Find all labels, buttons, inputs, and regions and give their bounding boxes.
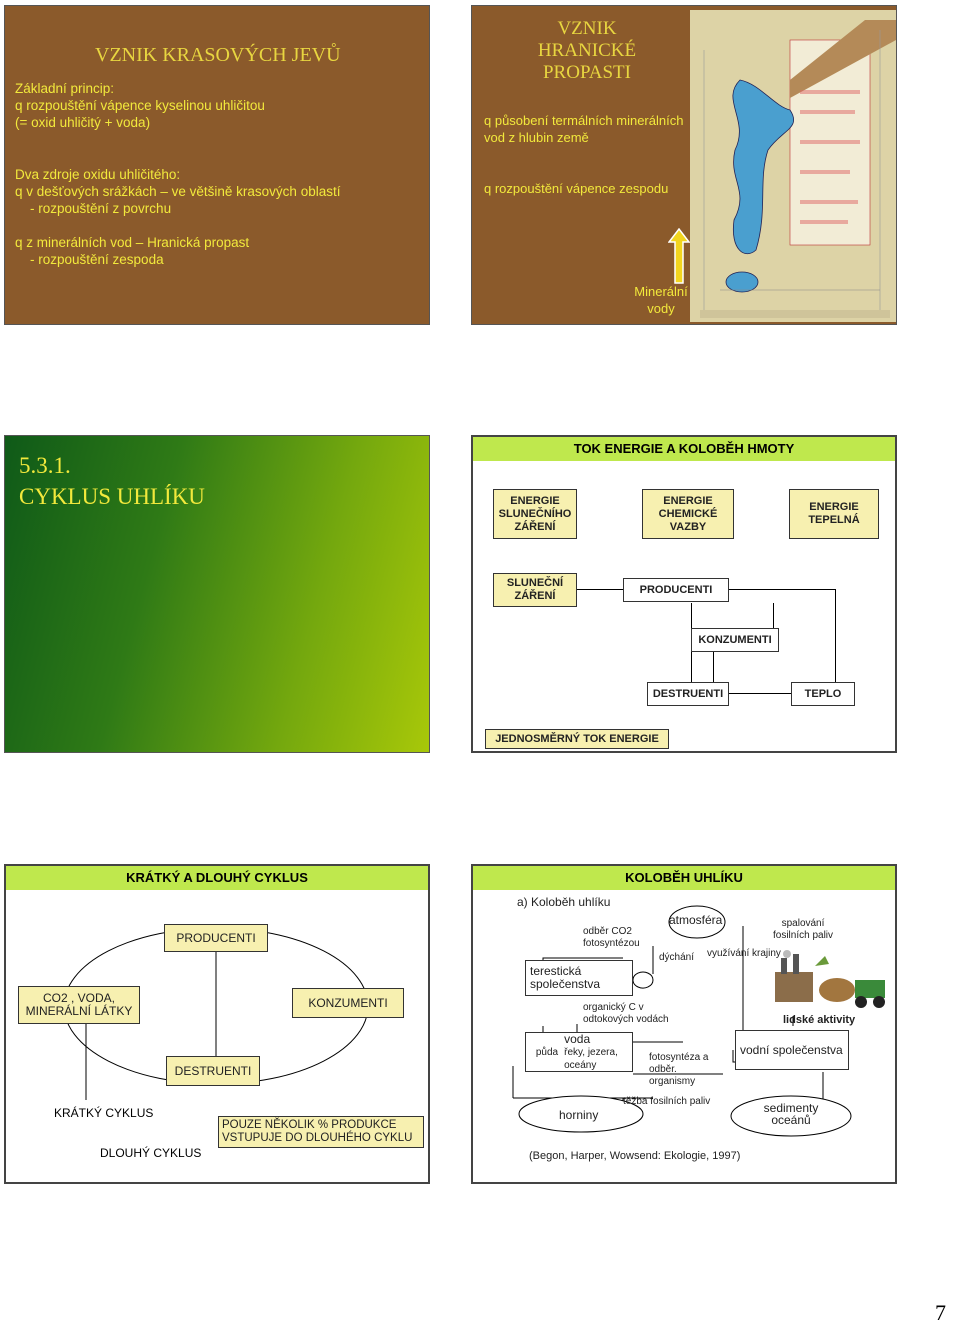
box-aquatic: vodní společenstva (735, 1030, 849, 1070)
bullet-line: q v dešťových srážkách – ve většině kras… (15, 184, 341, 199)
text-line: - rozpouštění zespoda (15, 252, 164, 267)
box-decomposers: DESTRUENTI (166, 1056, 260, 1086)
diagram-subtitle: a) Koloběh uhlíku (517, 895, 611, 909)
box-consumers: KONZUMENTI (691, 628, 779, 652)
slide-hranice-abyss: VZNIK HRANICKÉ PROPASTI q působení termá… (471, 5, 897, 325)
slide-karst-origin: VZNIK KRASOVÝCH JEVŮ Základní princip: q… (4, 5, 430, 325)
box-producers: PRODUCENTI (623, 578, 729, 602)
text-line: (= oxid uhličitý + voda) (15, 115, 151, 130)
connector (713, 651, 714, 683)
short-cycle-label: KRÁTKÝ CYKLUS (54, 1106, 154, 1120)
box-producers: PRODUCENTI (164, 924, 268, 952)
connector (729, 693, 791, 694)
box-consumers: KONZUMENTI (292, 988, 404, 1018)
slide-header: TOK ENERGIE A KOLOBĚH HMOTY (473, 437, 895, 461)
label-fossil-mining: těžba fosilních paliv (623, 1096, 711, 1107)
title-line: VZNIK (557, 18, 617, 39)
box-co2-water-minerals: CO2 , VODA, MINERÁLNÍ LÁTKY (18, 986, 140, 1024)
connector (577, 589, 623, 590)
connector (835, 589, 836, 683)
section-number: 5.3.1. (19, 453, 71, 478)
slide-carbon-cycle-title: 5.3.1. CYKLUS UHLÍKU (4, 435, 430, 753)
label-human-activities: lidské aktivity (783, 1014, 856, 1026)
box-line: CO2 , VODA, (42, 991, 115, 1005)
slide-header: KOLOBĚH UHLÍKU (473, 866, 895, 890)
box-heat: TEPLO (791, 682, 855, 706)
box-note: POUZE NĚKOLIK % PRODUKCE VSTUPUJE DO DLO… (218, 1116, 424, 1148)
box-chemical-energy: ENERGIE CHEMICKÉ VAZBY (642, 489, 734, 539)
box-heat-energy: ENERGIE TEPELNÁ (789, 489, 879, 539)
label-organic-carbon: organický C v odtokových vodách (583, 1002, 669, 1025)
title-line: HRANICKÉ (537, 40, 637, 61)
human-activities-icon (775, 950, 885, 1008)
box-one-way-flow: JEDNOSMĚRNÝ TOK ENERGIE (485, 729, 669, 749)
label-fossil-burning: spalování fosilních paliv (772, 918, 834, 941)
box-soil-water: půda voda řeky, jezera, oceány (525, 1032, 633, 1072)
citation: (Begon, Harper, Wowsend: Ekologie, 1997) (529, 1150, 741, 1162)
label-co2-uptake: odběr CO2 fotosyntézou (583, 926, 640, 949)
text-line: Dva zdroje oxidu uhličitého: (15, 167, 181, 182)
page-number: 7 (935, 1300, 946, 1325)
label-rivers: řeky, jezera, oceány (564, 1046, 618, 1071)
text-line: - rozpouštění z povrchu (15, 201, 172, 216)
box-solar-energy: ENERGIE SLUNEČNÍHO ZÁŘENÍ (493, 489, 577, 539)
mineral-label: Minerální (634, 284, 688, 299)
box-terrestrial: terestická společenstva (525, 960, 633, 996)
text-line: Základní princip: (15, 81, 115, 96)
bullet-line: q rozpouštění vápence zespodu (484, 181, 669, 196)
connector (773, 603, 774, 629)
label-atmosphere: atmosféra (669, 913, 723, 927)
box-decomposers: DESTRUENTI (647, 682, 729, 706)
slide-header: KRÁTKÝ A DLOUHÝ CYKLUS (6, 866, 428, 890)
slide-title: VZNIK HRANICKÉ PROPASTI (472, 18, 702, 84)
up-arrow-icon (668, 228, 690, 284)
bullet-line: q působení termálních minerálních vod z … (484, 113, 684, 145)
title-line: PROPASTI (542, 62, 631, 83)
connector (729, 589, 835, 590)
cave-profile-illustration (690, 10, 896, 322)
cave-cross-section-image (690, 10, 896, 322)
section-title: CYKLUS UHLÍKU (19, 484, 205, 509)
slide-short-long-cycle: KRÁTKÝ A DLOUHÝ CYKLUS PRODUCENTI CO2 , … (4, 864, 430, 1184)
mineral-label: vody (647, 301, 675, 316)
label-photosynthesis: fotosyntéza a odběr. organismy (649, 1052, 709, 1087)
bullet-line: q z minerálních vod – Hranická propast (15, 235, 250, 250)
slide-title: VZNIK KRASOVÝCH JEVŮ (95, 44, 341, 66)
slide-title: 5.3.1. CYKLUS UHLÍKU (19, 450, 205, 512)
box-line: MINERÁLNÍ LÁTKY (25, 1004, 133, 1018)
long-cycle-label: DLOUHÝ CYKLUS (100, 1146, 202, 1160)
label-sediments: sedimenty oceánů (763, 1101, 819, 1127)
label-rocks: horniny (559, 1108, 599, 1122)
bullet-line: q rozpouštění vápence kyselinou uhličito… (15, 98, 265, 113)
slide-energy-flow: TOK ENERGIE A KOLOBĚH HMOTY ENERGIE SLUN… (471, 435, 897, 753)
box-solar-radiation: SLUNEČNÍ ZÁŘENÍ (493, 573, 577, 607)
label-water: voda (564, 1031, 591, 1046)
label-land-use: využívání krajiny (707, 948, 781, 959)
slide-carbon-cycle-diagram: KOLOBĚH UHLÍKU a) Koloběh uhlíku atmosfé… (471, 864, 897, 1184)
label-respiration: dýchání (659, 952, 695, 963)
carbon-flow-arrows (512, 905, 852, 1137)
label-soil: půda (535, 1046, 559, 1058)
